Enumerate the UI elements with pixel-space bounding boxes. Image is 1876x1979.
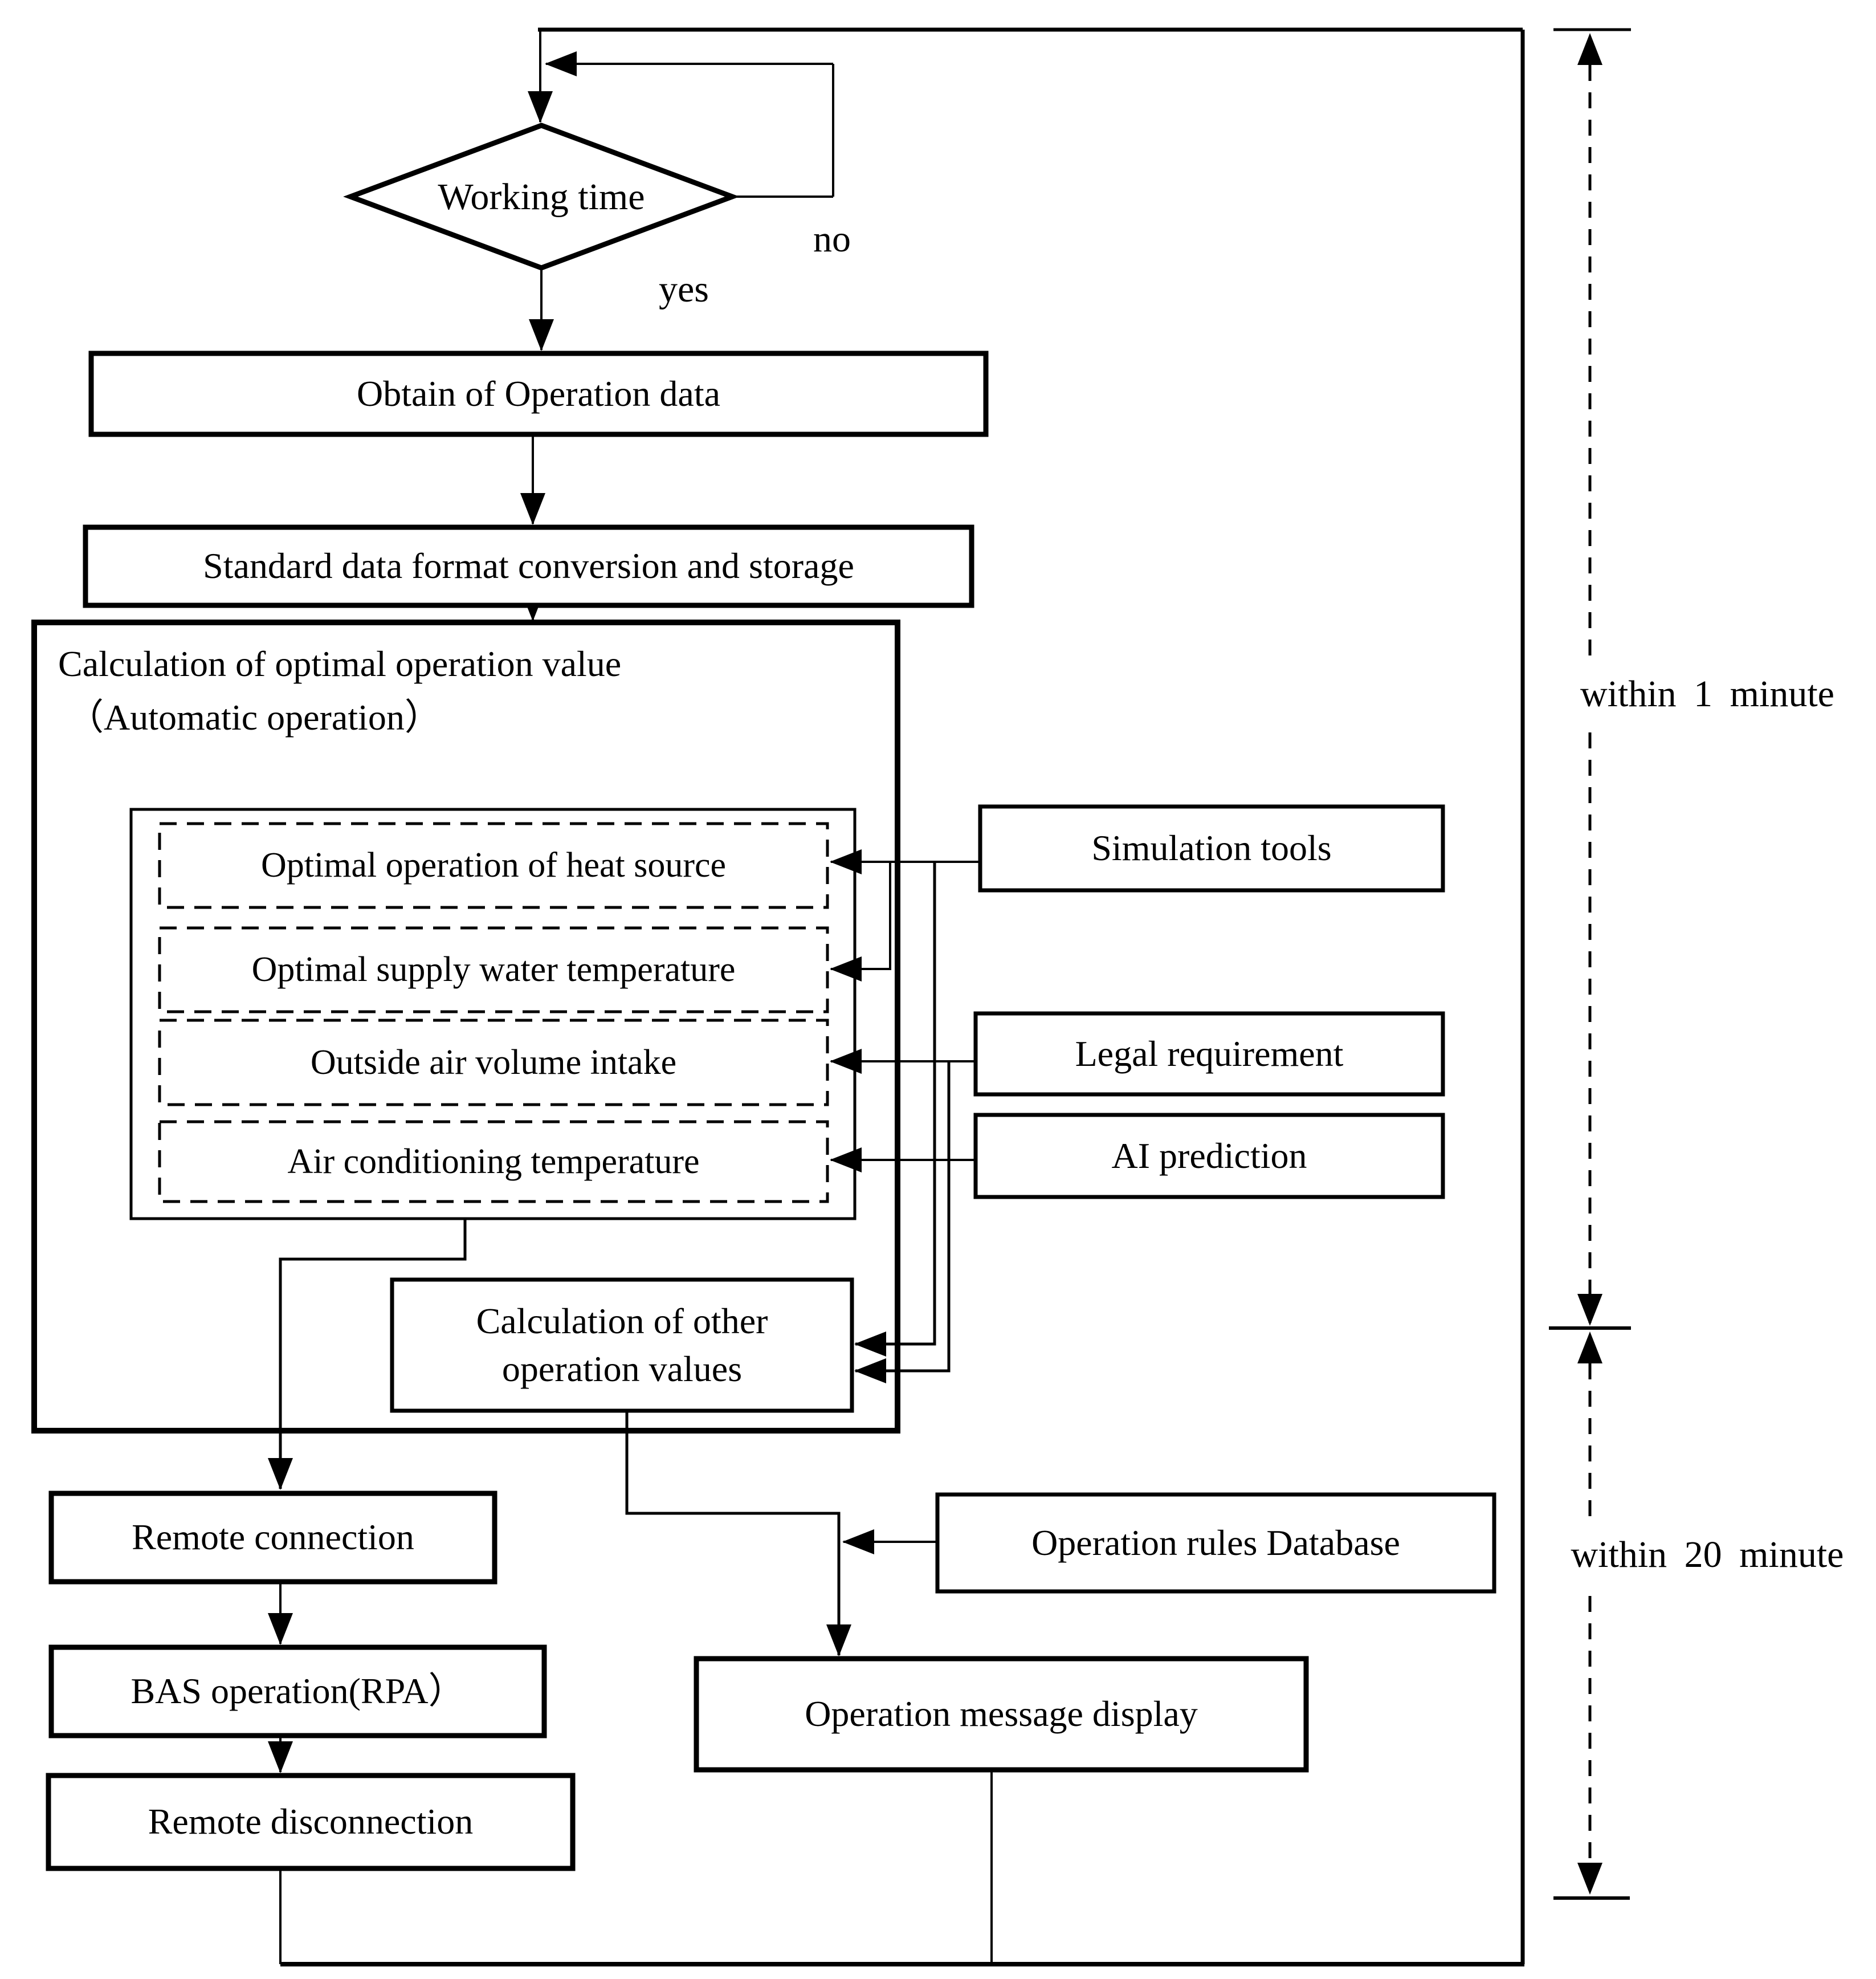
ai-prediction-box: [973, 1113, 1445, 1199]
outside-air-intake-box: [158, 1019, 829, 1106]
legal-requirement-label: Legal requirement: [1075, 1033, 1344, 1074]
sim-to-calc-other-line: [854, 862, 936, 1357]
standard-conversion-box: [83, 524, 974, 608]
operation-rules-db-box: [935, 1492, 1496, 1594]
operation-rules-db-label: Operation rules Database: [1031, 1522, 1400, 1563]
simulation-tools-label: Simulation tools: [1091, 828, 1332, 869]
bas-operation-box: [48, 1644, 547, 1738]
within-20-minute-label: within 20 minute: [1571, 1534, 1844, 1575]
inner-to-remote-connection-line: [268, 1219, 467, 1490]
simulation-tools-box: [978, 804, 1445, 893]
optimal-heat-source-box: [158, 822, 829, 909]
air-conditioning-temp-label: Air conditioning temperature: [287, 1142, 700, 1181]
ai-prediction-label: AI prediction: [1111, 1135, 1307, 1176]
sim-to-supply-water-line: [830, 862, 891, 982]
optimal-heat-source-label: Optimal operation of heat source: [260, 846, 727, 885]
bas-operation-label: BAS operation(RPA）: [130, 1671, 465, 1712]
calc-container-title-line1: Calculation of optimal operation value: [58, 644, 622, 684]
optimal-supply-water-label: Optimal supply water temperature: [251, 950, 736, 990]
standard-conversion-label: Standard data format conversion and stor…: [203, 545, 854, 587]
calc-other-to-omd-line: [625, 1411, 851, 1656]
obtain-data-box: [88, 351, 989, 437]
calc-container-title-line2: （Automatic operation）: [67, 697, 441, 738]
calc-other-label-line1: Calculation of other: [476, 1301, 768, 1341]
branch-yes-label: yes: [659, 268, 709, 311]
remote-connection-box: [48, 1491, 497, 1585]
decision-working-time-label: Working time: [438, 176, 645, 218]
calc-other-box: [390, 1277, 854, 1413]
remote-connection-label: Remote connection: [132, 1517, 414, 1558]
operation-message-display-label: Operation message display: [805, 1693, 1198, 1734]
legal-requirement-box: [973, 1011, 1445, 1097]
obtain-data-label: Obtain of Operation data: [357, 373, 720, 414]
optimal-supply-water-box: [158, 926, 829, 1013]
branch-no-label: no: [813, 218, 851, 260]
air-conditioning-temp-box: [158, 1120, 829, 1203]
calc-container-title: Calculation of optimal operation value （…: [58, 637, 867, 744]
calc-other-label: Calculation of other operation values: [392, 1280, 852, 1411]
outside-air-intake-label: Outside air volume intake: [310, 1043, 677, 1082]
operation-message-display-box: [694, 1656, 1309, 1773]
legal-to-calc-other-line: [854, 1061, 951, 1383]
calc-other-label-line2: operation values: [501, 1349, 743, 1389]
within-1-minute-label: within 1 minute: [1580, 673, 1834, 715]
remote-disconnection-label: Remote disconnection: [148, 1801, 474, 1842]
remote-disconnection-box: [46, 1773, 576, 1871]
